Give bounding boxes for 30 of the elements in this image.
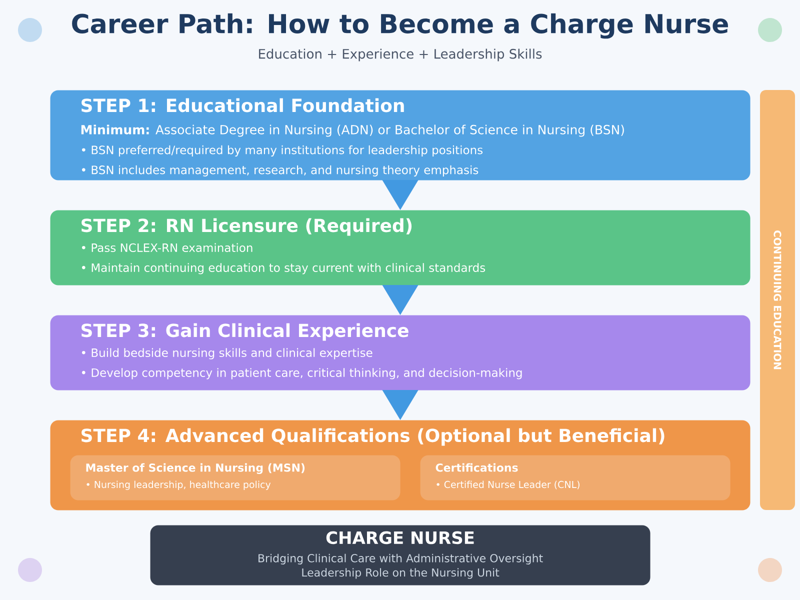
step-box xyxy=(50,315,750,390)
step-heading: STEP 4: Advanced Qualifications (Optional but Beneficial) xyxy=(82,428,664,446)
qualification-box xyxy=(70,455,400,500)
box-text: • Certified Nurse Leader (CNL) xyxy=(436,480,580,490)
box-text: • Maintain continuing education to stay current with clinical standards xyxy=(82,263,486,274)
box-heading: CHARGE NURSE xyxy=(326,531,474,544)
box-heading: Master of Science in Nursing (MSN) xyxy=(86,463,305,474)
step-box xyxy=(50,90,750,180)
step-heading: STEP 2: RN Licensure (Required) xyxy=(82,218,412,236)
goal-box xyxy=(150,525,650,586)
step-heading: STEP 3: Gain Clinical Experience xyxy=(82,323,408,341)
box-text: • Develop competency in patient care, critical thinking, and decision-making xyxy=(82,368,522,380)
box-text: • BSN includes management, research, and nursing theory emphasis xyxy=(82,165,478,176)
box-text: • Nursing leadership, healthcare policy xyxy=(86,480,271,490)
box-text: • Pass NCLEX-RN examination xyxy=(82,243,252,252)
box-text: Minimum: Associate Degree in Nursing (ADN) or Bachelor of Science in Nursing (BSN) xyxy=(81,124,624,137)
box-text: Leadership Role on the Nursing Unit xyxy=(302,568,500,579)
box-heading: Certifications xyxy=(436,463,518,472)
step-box xyxy=(50,210,750,286)
arrow xyxy=(382,180,418,210)
arrow xyxy=(382,284,418,315)
side-band: CONTINUING EDUCATION xyxy=(760,90,795,510)
qualification-box xyxy=(420,455,730,500)
title: Career Path: How to Become a Charge Nurse xyxy=(72,13,728,39)
arrow xyxy=(382,390,418,420)
step-heading: STEP 1: Educational Foundation xyxy=(82,98,404,112)
box-text: • Build bedside nursing skills and clinical expertise xyxy=(82,348,372,360)
subtitle: Education + Experience + Leadership Skills xyxy=(259,48,542,62)
box-text: • BSN preferred/required by many institutions for leadership positions xyxy=(82,145,483,157)
box-text: Bridging Clinical Care with Administrative Oversight xyxy=(258,554,543,564)
